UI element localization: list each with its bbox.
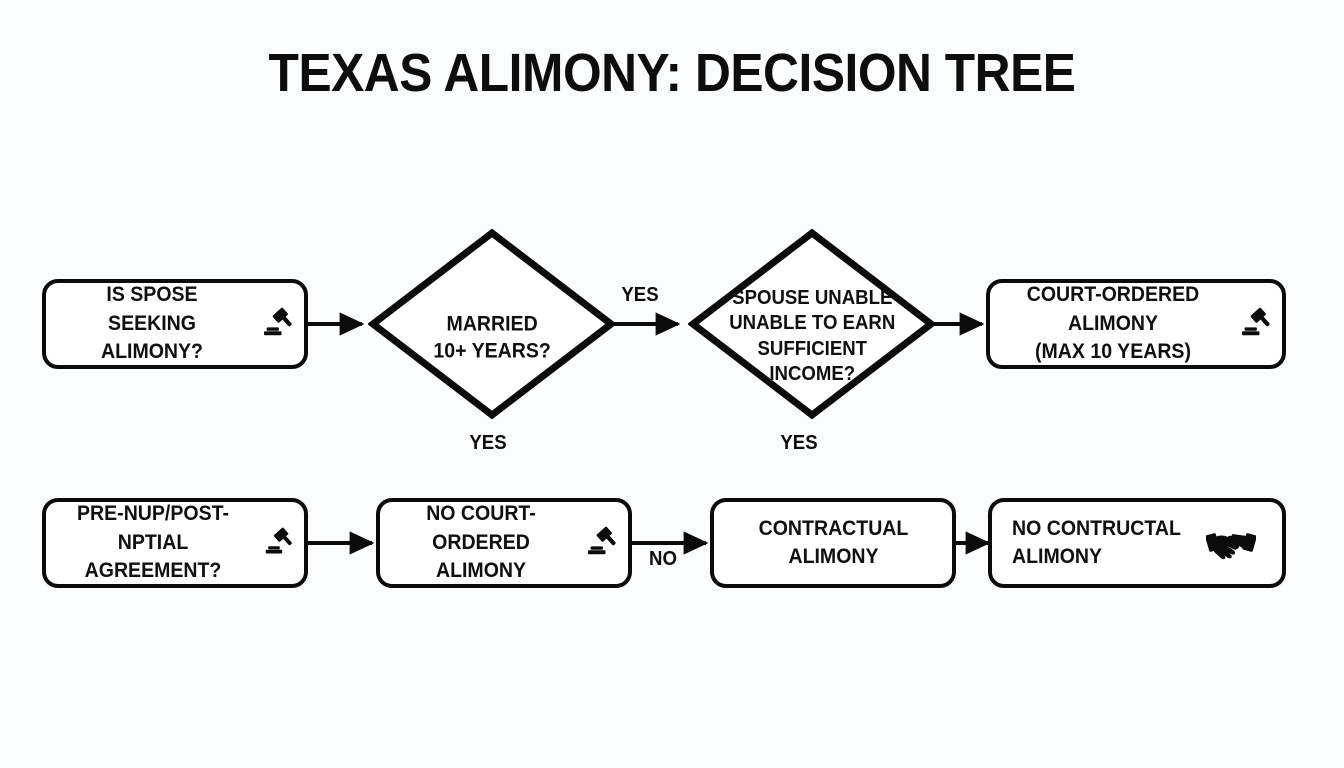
node-label: NO COURT-ORDERED ALIMONY xyxy=(426,502,536,583)
edge-label-yes-below-unable: YES xyxy=(780,432,818,454)
node-court-ordered-alimony[interactable]: COURT-ORDERED ALIMONY (MAX 10 YEARS) xyxy=(986,279,1286,369)
gavel-icon xyxy=(584,526,618,560)
gavel-icon xyxy=(262,527,294,559)
node-no-contractual-alimony[interactable]: NO CONTRUCTAL ALIMONY xyxy=(988,498,1286,588)
node-contractual-alimony[interactable]: CONTRACTUAL ALIMONY xyxy=(710,498,956,588)
node-label: IS SPOSE SEEKING ALIMONY? xyxy=(101,283,203,364)
edge-label-yes-married-to-unable: YES xyxy=(621,284,659,306)
edge-label-no-bottom-row: NO xyxy=(649,548,677,570)
handshake-icon xyxy=(1206,523,1256,563)
diamond-shape xyxy=(688,228,936,420)
node-spouse-unable-to-earn[interactable]: SPOUSE UNABLE UNABLE TO EARN SUFFICIENT … xyxy=(688,228,936,420)
node-label: CONTRACTUAL ALIMONY xyxy=(758,516,908,568)
node-is-spouse-seeking-alimony[interactable]: IS SPOSE SEEKING ALIMONY? xyxy=(42,279,308,369)
node-no-court-ordered-alimony[interactable]: NO COURT-ORDERED ALIMONY xyxy=(376,498,632,588)
node-label: PRE-NUP/POST-NPTIAL AGREEMENT? xyxy=(77,502,229,583)
diamond-shape xyxy=(368,228,616,420)
node-married-10-years[interactable]: MARRIED 10+ YEARS? xyxy=(368,228,616,420)
edge-label-yes-below-married: YES xyxy=(469,432,507,454)
page-title: TEXAS ALIMONY: DECISION TREE xyxy=(268,43,1076,103)
gavel-icon xyxy=(260,307,294,341)
node-label: COURT-ORDERED ALIMONY (MAX 10 YEARS) xyxy=(1026,283,1200,364)
node-prenup-postnuptial-agreement[interactable]: PRE-NUP/POST-NPTIAL AGREEMENT? xyxy=(42,498,308,588)
node-label: NO CONTRUCTAL ALIMONY xyxy=(1012,516,1181,568)
gavel-icon xyxy=(1238,307,1272,341)
